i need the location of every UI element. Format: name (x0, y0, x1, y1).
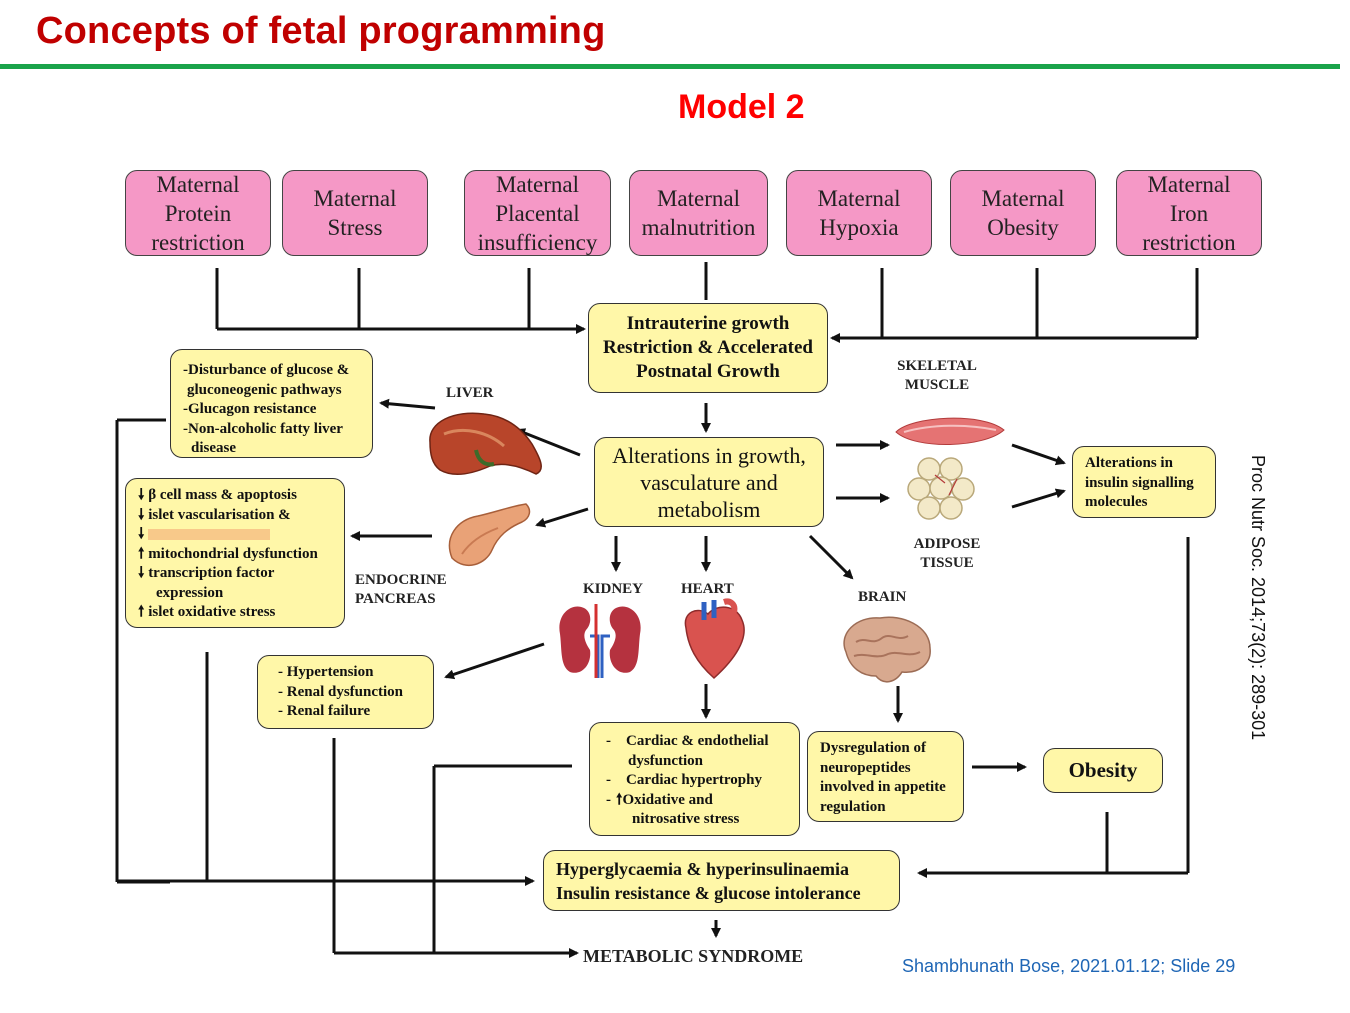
kidney-label: KIDNEY (583, 581, 644, 597)
slide-title: Concepts of fetal programming (36, 10, 606, 52)
up-arrow-icon: 🠕 (616, 791, 623, 808)
liver-icon (429, 412, 542, 476)
down-arrow-icon: 🠗 (138, 506, 145, 523)
signalling-box: Alterations in insulin signalling molecu… (1072, 446, 1216, 518)
renal-effects-box: - Hypertension - Renal dysfunction - Ren… (257, 655, 434, 729)
brain-label: BRAIN (858, 589, 907, 605)
hyperglycaemia-box: Hyperglycaemia & hyperinsulinaemia Insul… (543, 850, 900, 911)
metabolic-syndrome-label: METABOLIC SYNDROME (583, 946, 804, 966)
brain-icon (843, 616, 931, 683)
down-arrow-icon: 🠗 (138, 565, 145, 581)
liver-label: LIVER (446, 385, 494, 401)
pancreas-effect-row: 🠕 mitochondrial dysfunction (138, 545, 318, 562)
pancreas-icon (448, 503, 531, 567)
pancreas-effect-row: 🠕 islet oxidative stress (138, 604, 276, 620)
model-label: Model 2 (678, 88, 805, 126)
pancreas-effect-row: 🠗 β cell mass & apoptosis (138, 487, 297, 503)
title-divider (0, 64, 1340, 69)
obesity-box: Obesity (1043, 748, 1163, 793)
citation-text: Proc Nutr Soc. 2014;73(2): 289-301 (1248, 455, 1268, 741)
footer-credit: Shambhunath Bose, 2021.01.12; Slide 29 (902, 956, 1236, 976)
adipose-tissue-icon (907, 457, 975, 520)
pancreas-effect-row: 🠗 islet vascularisation & (138, 506, 291, 523)
heart-label: HEART (681, 581, 734, 597)
cardiac-effects-box: -Cardiac & endothelial dysfunction -Card… (589, 722, 800, 836)
down-arrow-icon: 🠗 (138, 526, 145, 542)
down-arrow-icon: 🠗 (138, 487, 145, 503)
up-arrow-icon: 🠕 (138, 604, 145, 620)
skeletal-muscle-icon (895, 417, 1005, 445)
kidney-icon (559, 604, 641, 678)
heart-icon (684, 598, 745, 680)
brain-effects-box: Dysregulation of neuropeptides involved … (807, 731, 964, 822)
up-arrow-icon: 🠕 (138, 545, 145, 562)
liver-effects-box: -Disturbance of glucose & gluconeogenic … (170, 349, 373, 458)
pancreas-effect-row: 🠗 transcription factor (138, 565, 275, 581)
pancreas-effect-row: expression (156, 584, 224, 601)
pancreas-effect-row: 🠗 (138, 525, 344, 545)
pancreas-effects-box: 🠗 β cell mass & apoptosis 🠗 islet vascul… (125, 478, 345, 628)
highlight-mark (148, 529, 271, 541)
